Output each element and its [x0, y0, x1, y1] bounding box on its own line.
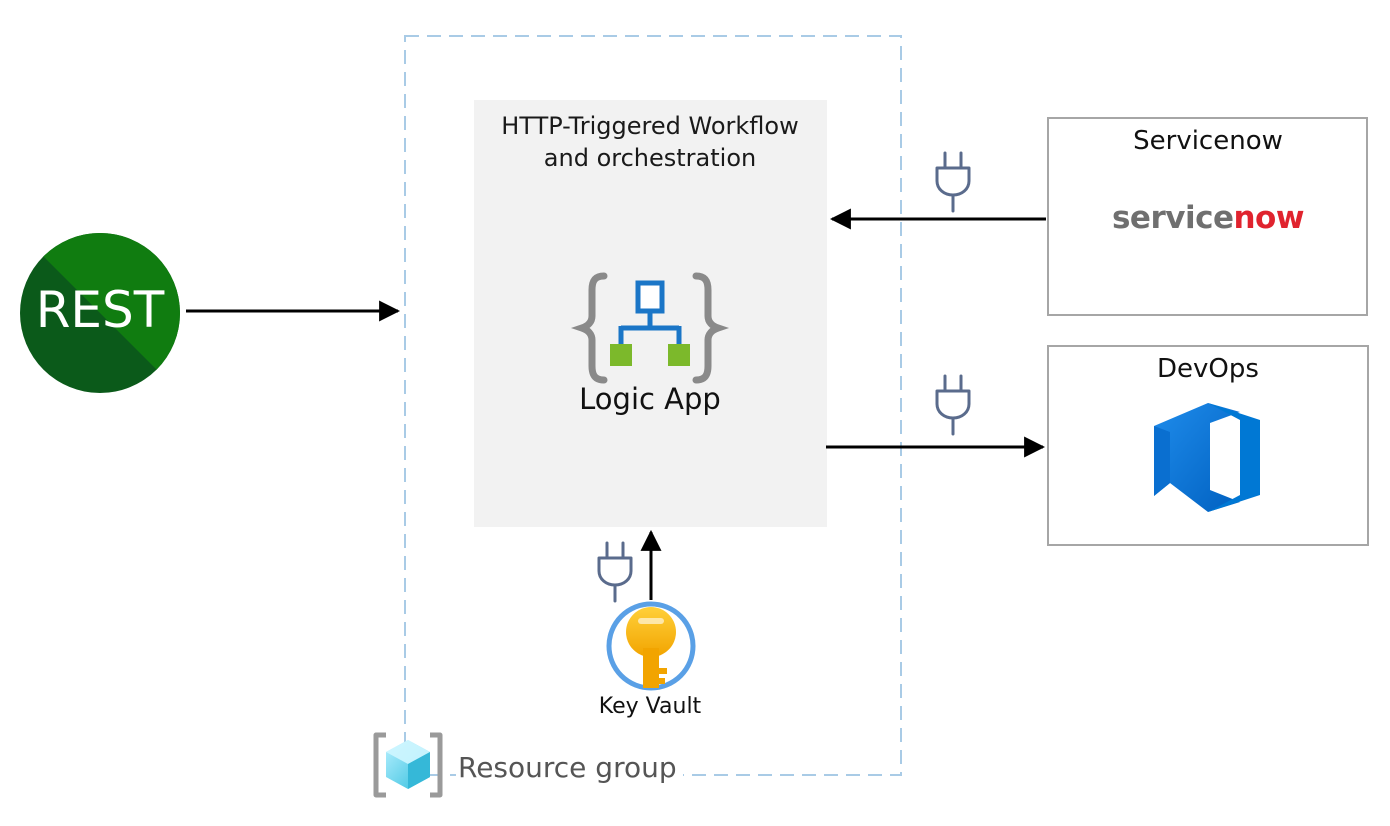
rest-icon: [20, 233, 180, 393]
logic-app-label: Logic App: [579, 382, 721, 416]
logic-app-icon: [570, 272, 730, 384]
devops-title: DevOps: [1157, 354, 1259, 384]
workflow-title-line2: and orchestration: [543, 144, 757, 172]
servicenow-logo-part1: service: [1111, 200, 1234, 236]
servicenow-title: Servicenow: [1133, 126, 1283, 156]
connector-plug-icon: [935, 151, 971, 213]
rest-label: REST: [35, 281, 165, 339]
key-vault-icon: [606, 601, 696, 691]
servicenow-logo: servicenow: [1048, 200, 1368, 236]
servicenow-box: [1047, 117, 1368, 316]
connector-plug-icon: [597, 541, 633, 603]
servicenow-logo-part2: now: [1233, 200, 1304, 236]
resource-group-icon: [373, 732, 443, 798]
resource-group-label: Resource group: [456, 751, 683, 784]
workflow-title-line1: HTTP-Triggered Workflow: [501, 112, 799, 140]
azure-devops-icon: [1154, 403, 1260, 512]
key-vault-label: Key Vault: [598, 694, 702, 719]
connector-plug-icon: [935, 374, 971, 436]
workflow-title: HTTP-Triggered Workflow and orchestratio…: [474, 110, 826, 174]
